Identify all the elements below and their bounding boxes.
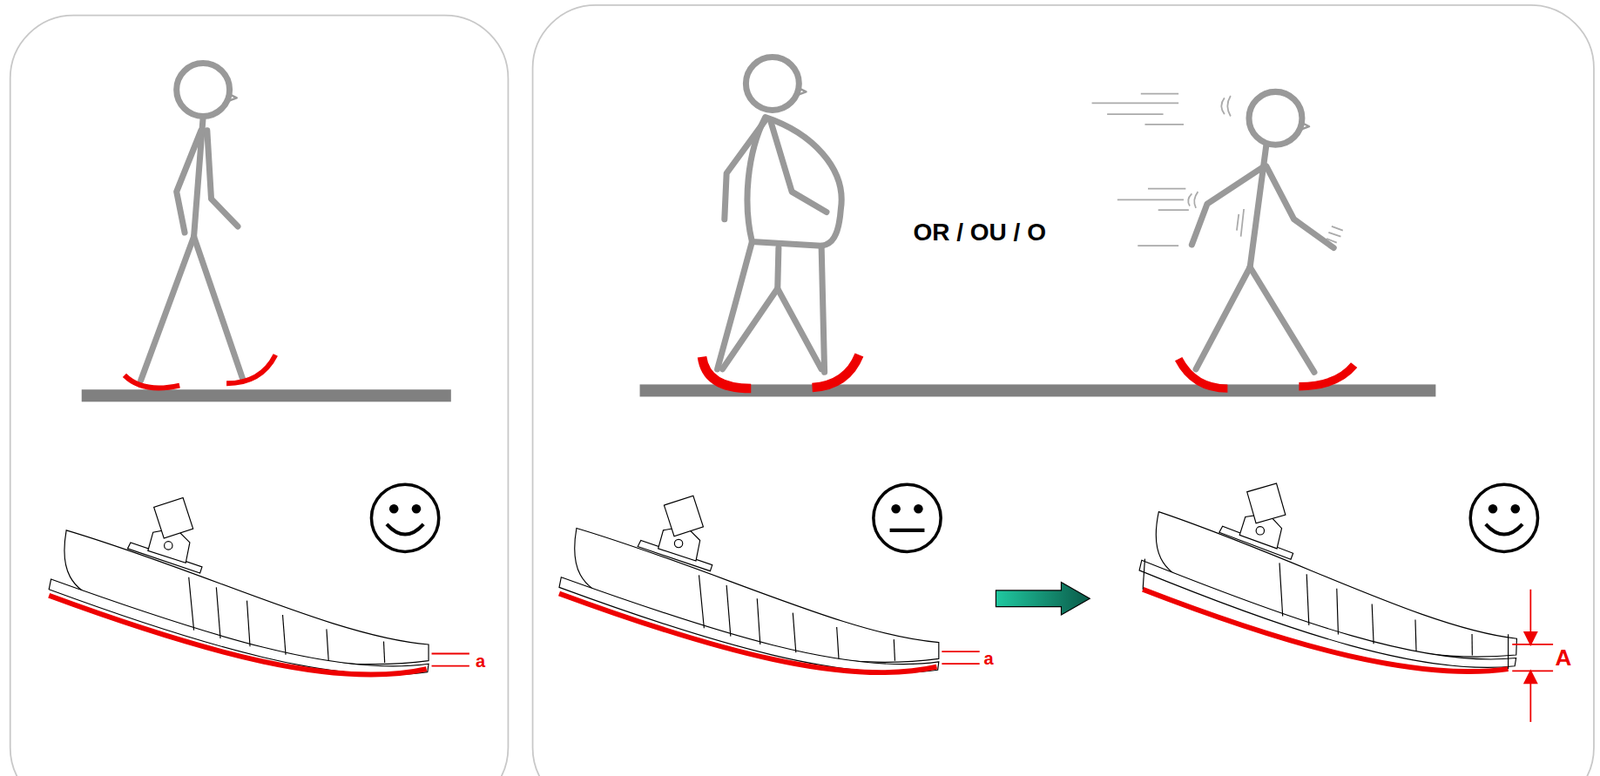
- heavy-walker: [745, 57, 799, 111]
- insole-thick: [1142, 559, 1145, 590]
- ground-bars: [81, 384, 1437, 402]
- heavy-walker: [717, 57, 843, 373]
- insole-normal: [432, 654, 470, 667]
- dimension-a-capital: [1512, 589, 1553, 723]
- insole-thick: [1142, 589, 1508, 672]
- normal-walker: [141, 236, 195, 381]
- smiley-happy: [371, 484, 439, 552]
- heavy-walker: [770, 120, 827, 212]
- insole-thick: [1136, 479, 1523, 672]
- insole-thick: [1136, 479, 1523, 669]
- normal-walker: [207, 130, 238, 227]
- dimension-a-capital: [1524, 632, 1537, 645]
- insole-standard: [941, 650, 979, 653]
- heavy-walker: [724, 120, 766, 220]
- speed-lines: [1326, 226, 1344, 244]
- fast-walker: [1249, 267, 1315, 373]
- panel-frames: [533, 5, 1594, 776]
- normal-walker: [194, 236, 244, 380]
- shoe-soles: [124, 375, 180, 389]
- normal-walker: [141, 63, 244, 381]
- heavy-walker: [777, 288, 822, 369]
- insole-normal: [432, 665, 470, 668]
- smiley-neutral: [890, 528, 925, 533]
- dimension-a-capital: [1529, 681, 1532, 723]
- heavy-walker: [747, 117, 842, 247]
- insole-normal: [48, 595, 426, 676]
- speed-lines: [1188, 191, 1198, 209]
- fast-walker: [1249, 144, 1267, 267]
- arrow-symbol: [995, 582, 1090, 615]
- speed-lines: [1137, 244, 1179, 247]
- arrow-symbol: [995, 582, 1090, 615]
- insole-standard: [559, 593, 937, 673]
- shoe-soles: [1298, 364, 1354, 387]
- smiley-neutral: [873, 484, 941, 552]
- fast-walker: [1248, 91, 1303, 145]
- dimension-a-capital: [1512, 643, 1553, 646]
- speed-lines: [1144, 123, 1184, 126]
- speed-lines: [1117, 199, 1184, 202]
- speed-lines: [1107, 113, 1163, 115]
- speed-lines: [1140, 93, 1179, 95]
- heavy-walker: [797, 87, 806, 95]
- panel-frames: [10, 15, 509, 776]
- dimension-a-capital: [1529, 589, 1532, 637]
- panel-frames: [10, 5, 1594, 776]
- dimension-a-capital: [1512, 670, 1553, 673]
- speed-lines: [1221, 95, 1231, 116]
- heavy-walker: [821, 245, 825, 372]
- dimension-label: A: [1554, 646, 1572, 669]
- dimension-label: a: [475, 652, 486, 670]
- speed-lines: [1147, 188, 1186, 190]
- smiley-happy: [386, 524, 424, 535]
- speed-lines: [1092, 94, 1344, 246]
- speed-lines: [1092, 101, 1180, 104]
- insole-thick: [1136, 479, 1523, 669]
- ground-bars: [81, 389, 452, 402]
- fast-walker: [1191, 166, 1264, 245]
- smiley-happy: [1485, 524, 1523, 535]
- normal-walker: [176, 130, 202, 233]
- smiley-happy: [1470, 484, 1538, 552]
- heavy-walker: [722, 248, 778, 370]
- insole-thick: [1507, 634, 1509, 669]
- shoe-soles: [124, 354, 1355, 389]
- speed-lines: [1158, 209, 1189, 211]
- alternative-text: OR / OU / O: [912, 220, 1046, 245]
- dimension-label: a: [983, 649, 993, 668]
- insole-normal: [432, 653, 470, 655]
- smiley-happy: [1470, 484, 1538, 552]
- shoe-soles: [1178, 358, 1228, 389]
- fast-walker: [1301, 121, 1310, 129]
- smiley-neutral: [873, 484, 941, 552]
- dimension-a-capital: [1524, 670, 1537, 683]
- shoe-soles: [226, 354, 276, 384]
- speed-lines: [1236, 209, 1244, 237]
- insole-standard: [941, 651, 979, 664]
- smiley-happy: [371, 484, 439, 552]
- normal-walker: [228, 94, 237, 102]
- fast-walker: [1191, 91, 1334, 372]
- fast-walker: [1266, 166, 1334, 249]
- insole-standard: [941, 662, 979, 665]
- normal-walker: [176, 63, 230, 117]
- fast-walker: [1195, 267, 1250, 370]
